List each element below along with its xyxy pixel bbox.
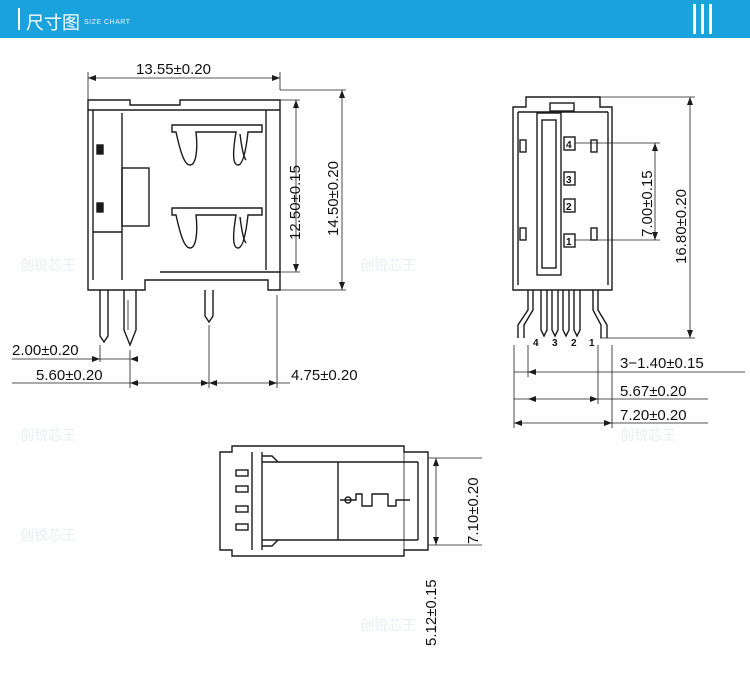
pin-number-group: 4 3 2 1 4 3 2 1 bbox=[533, 140, 595, 349]
header-bar bbox=[701, 4, 704, 34]
pin-label: 4 bbox=[566, 140, 572, 151]
header-bar bbox=[709, 4, 712, 34]
pin-label: 1 bbox=[589, 338, 595, 349]
svg-text:创锐芯王: 创锐芯王 bbox=[20, 528, 76, 544]
dimension-drawing: 创锐芯王 创锐芯王 创锐芯王 创锐芯王 创锐芯王 创锐芯王 bbox=[12, 61, 745, 646]
section-header: 尺寸图 SIZE CHART bbox=[0, 0, 750, 38]
watermark-layer: 创锐芯王 创锐芯王 创锐芯王 创锐芯王 创锐芯王 创锐芯王 bbox=[20, 258, 676, 634]
pin-label: 2 bbox=[566, 202, 572, 213]
header-accent-tick bbox=[18, 8, 20, 30]
pin-label: 3 bbox=[566, 175, 572, 186]
svg-text:创锐芯王: 创锐芯王 bbox=[360, 258, 416, 274]
svg-text:创锐芯王: 创锐芯王 bbox=[20, 258, 76, 274]
section-subtitle: SIZE CHART bbox=[84, 19, 131, 26]
header-bar bbox=[693, 4, 696, 34]
pin-label: 1 bbox=[566, 237, 572, 248]
dim-body-width: 7.20±0.20 bbox=[620, 407, 687, 424]
dim-pin-spacing: 5.67±0.20 bbox=[620, 383, 687, 400]
svg-text:创锐芯王: 创锐芯王 bbox=[360, 618, 416, 634]
dim-contact-height: 7.00±0.15 bbox=[639, 170, 656, 237]
dim-post-offset: 4.75±0.20 bbox=[291, 367, 358, 384]
section-title: 尺寸图 bbox=[26, 13, 80, 34]
dim-pin-width: 3−1.40±0.15 bbox=[620, 355, 704, 372]
pin-label: 3 bbox=[552, 338, 558, 349]
bottom-view bbox=[219, 445, 482, 557]
dim-width-top: 13.55±0.20 bbox=[136, 61, 211, 78]
dim-pin-pitch: 2.00±0.20 bbox=[12, 342, 79, 359]
dimension-labels: 13.55±0.20 12.50±0.15 14.50±0.20 2.00±0.… bbox=[12, 61, 704, 646]
pin-label: 2 bbox=[571, 338, 577, 349]
front-view bbox=[512, 96, 745, 428]
pin-label: 4 bbox=[533, 338, 539, 349]
svg-text:创锐芯王: 创锐芯王 bbox=[620, 428, 676, 444]
dim-height-inner: 12.50±0.15 bbox=[287, 165, 304, 240]
dim-bottom-height: 7.10±0.20 bbox=[465, 477, 482, 544]
side-view bbox=[12, 72, 346, 388]
dim-bottom-offset: 5.12±0.15 bbox=[423, 579, 440, 646]
dim-height-outer: 14.50±0.20 bbox=[325, 161, 342, 236]
dim-pin-span: 5.60±0.20 bbox=[36, 367, 103, 384]
dim-total-height: 16.80±0.20 bbox=[673, 189, 690, 264]
svg-text:创锐芯王: 创锐芯王 bbox=[20, 428, 76, 444]
